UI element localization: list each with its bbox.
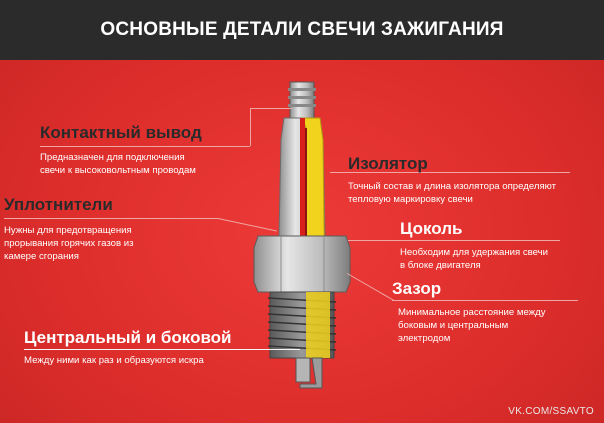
- center-desc: Между ними как раз и образуются искра: [24, 355, 204, 366]
- watermark: VK.COM/SSAVTO: [508, 406, 594, 417]
- leader-seals: [4, 218, 218, 219]
- header-bar: Основные детали свечи зажигания: [0, 0, 604, 60]
- base-title: Цоколь: [400, 219, 463, 238]
- contact-terminal: [288, 81, 316, 119]
- side-electrode: [295, 357, 323, 389]
- center-title: Центральный и боковой: [24, 328, 232, 347]
- page-title: Основные детали свечи зажигания: [100, 19, 504, 40]
- gap-desc: Минимальное расстояние между боковым и ц…: [398, 307, 546, 344]
- contact-title: Контактный вывод: [40, 123, 202, 142]
- leader-center: [24, 349, 264, 350]
- insulator-desc: Точный состав и длина изолятора определя…: [348, 181, 557, 205]
- leader-gap: [392, 300, 578, 301]
- gap-title: Зазор: [392, 279, 442, 298]
- contact-desc: Предназначен для подключения свечи к выс…: [40, 152, 196, 176]
- hex-nut: [253, 235, 351, 293]
- leader-insulator: [330, 172, 570, 173]
- seals-title: Уплотнители: [4, 195, 113, 214]
- seals-desc: Нужны для предотвращения прорывания горя…: [4, 225, 134, 262]
- leader-contact: [40, 146, 250, 147]
- insulator-title: Изолятор: [348, 154, 428, 173]
- base-desc: Необходим для удержания свечи в блоке дв…: [400, 247, 549, 271]
- threaded-base: [267, 291, 337, 359]
- leader-base: [348, 240, 560, 241]
